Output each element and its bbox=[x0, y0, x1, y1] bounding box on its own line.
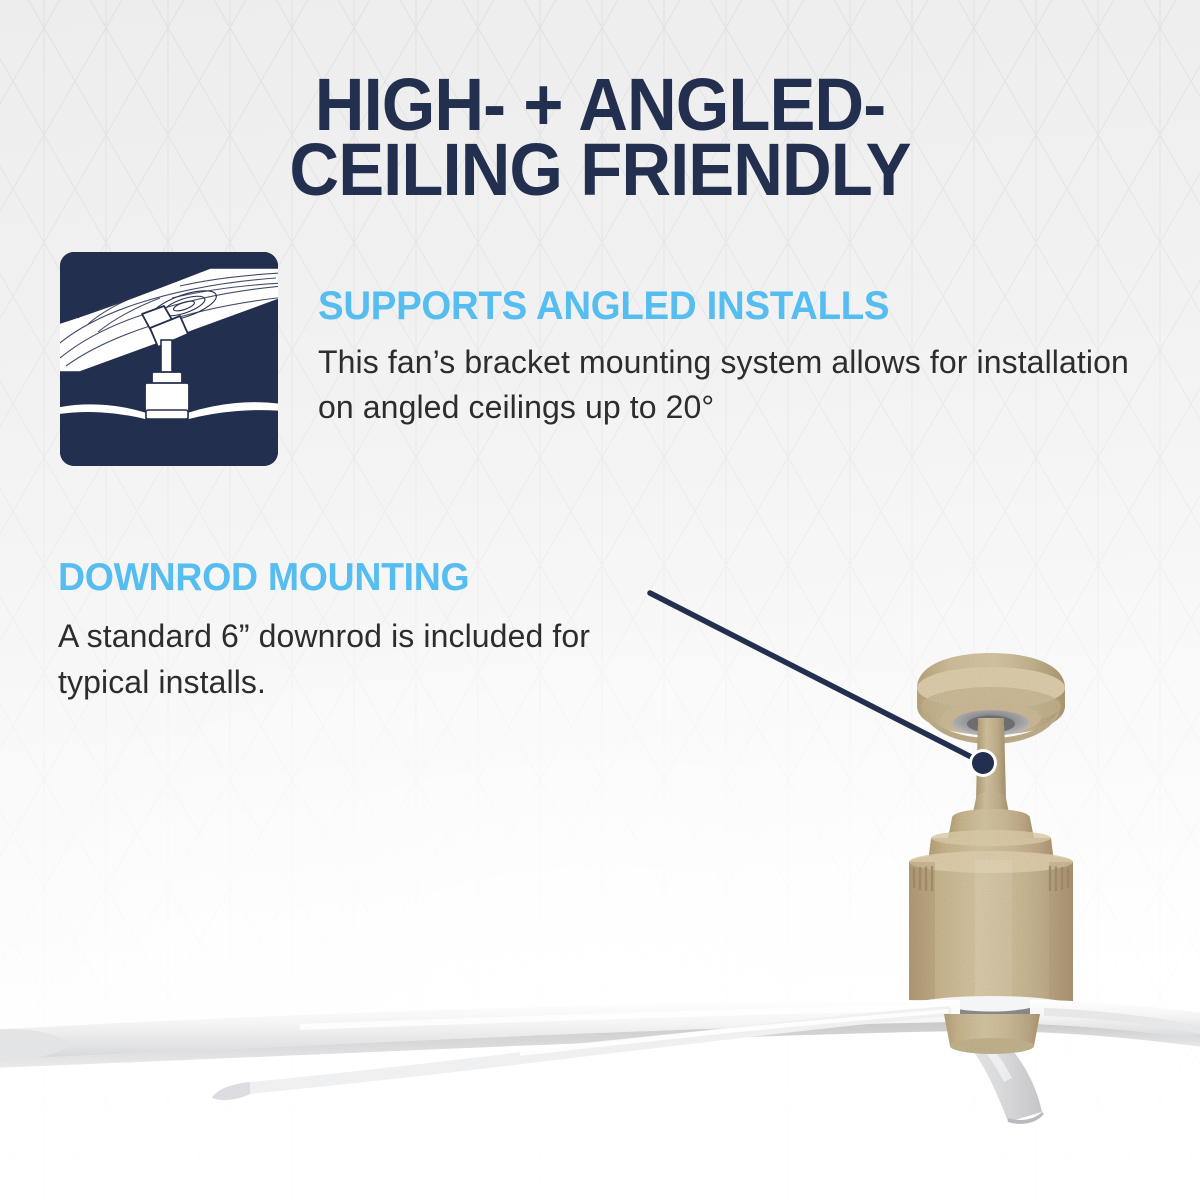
feature-2-body: A standard 6” downrod is included for ty… bbox=[58, 617, 591, 700]
feature-1-heading: SUPPORTS ANGLED INSTALLS bbox=[318, 284, 890, 328]
page-title: HIGH- + ANGLED- CEILING FRIENDLY bbox=[289, 62, 911, 211]
feature-2-heading: DOWNROD MOUNTING bbox=[58, 556, 470, 599]
angled-ceiling-mount-icon bbox=[60, 252, 278, 466]
feature-supports-angled-installs: SUPPORTS ANGLED INSTALLS This fan’s brac… bbox=[318, 284, 1148, 430]
feature-downrod-mounting: DOWNROD MOUNTING A standard 6” downrod i… bbox=[58, 556, 678, 705]
feature-1-body: This fan’s bracket mounting system allow… bbox=[318, 343, 1129, 426]
